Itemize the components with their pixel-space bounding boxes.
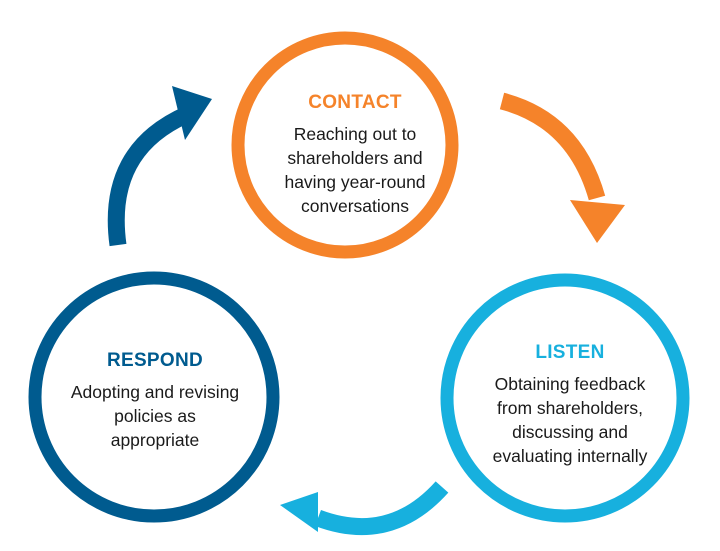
- listen-node: LISTEN Obtaining feedback from sharehold…: [470, 342, 670, 468]
- listen-line: evaluating internally: [492, 446, 648, 466]
- arrow-contact-to-listen: [499, 92, 625, 243]
- respond-line: policies as: [114, 406, 196, 426]
- respond-circle: [28, 271, 280, 523]
- contact-line: having year-round: [284, 172, 426, 192]
- arrow-respond-to-contact: [107, 86, 212, 247]
- contact-line: Reaching out to: [293, 124, 417, 144]
- respond-node: RESPOND Adopting and revising policies a…: [50, 350, 260, 452]
- contact-line: shareholders and: [287, 148, 423, 168]
- listen-description: Obtaining feedback from shareholders, di…: [470, 372, 670, 468]
- contact-node: CONTACT Reaching out to shareholders and…: [250, 92, 460, 218]
- contact-line: conversations: [301, 196, 409, 216]
- respond-line: Adopting and revising: [70, 382, 240, 402]
- contact-title: CONTACT: [308, 92, 402, 113]
- listen-title: LISTEN: [535, 342, 605, 363]
- listen-line: Obtaining feedback: [494, 374, 646, 394]
- arrow-listen-to-respond: [280, 481, 449, 536]
- listen-circle: [440, 273, 690, 523]
- respond-description: Adopting and revising policies as approp…: [50, 380, 260, 452]
- respond-title: RESPOND: [106, 350, 204, 371]
- listen-line: from shareholders,: [497, 398, 643, 418]
- respond-line: appropriate: [110, 430, 200, 450]
- contact-description: Reaching out to shareholders and having …: [250, 122, 460, 218]
- listen-line: discussing and: [512, 422, 628, 442]
- contact-circle: [231, 31, 459, 259]
